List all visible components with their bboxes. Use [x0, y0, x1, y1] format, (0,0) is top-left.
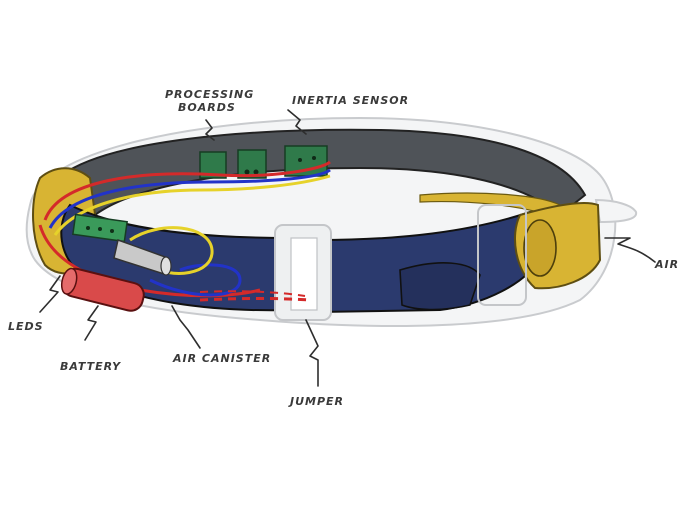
right-clip	[477, 204, 527, 306]
leader-air-canister	[171, 305, 201, 349]
battery	[60, 267, 145, 312]
label-leds: LEDS	[8, 320, 44, 333]
wire-yellow	[53, 174, 331, 236]
label-battery: BATTERY	[60, 360, 121, 373]
wire-red-dash-2	[199, 290, 306, 297]
label-processing-boards-line2: BOARDS	[178, 101, 236, 114]
leader-jumper	[305, 319, 319, 387]
leader-battery	[84, 305, 99, 341]
wire-red-dash	[199, 297, 311, 302]
wire-red	[43, 160, 331, 221]
jumper-gap	[290, 237, 318, 311]
wire-yellow-loop	[129, 226, 214, 275]
label-air: AIR	[654, 258, 679, 271]
label-air-canister: AIR CANISTER	[172, 352, 271, 365]
label-processing-boards-line1: PROCESSING	[165, 88, 254, 101]
processing-board-2	[237, 149, 267, 179]
shell-tab	[594, 198, 638, 224]
inertia-sensor-board	[284, 145, 328, 177]
leader-inertia-sensor	[287, 109, 307, 135]
air-roll	[523, 219, 557, 277]
wire-blue	[48, 168, 331, 229]
leader-processing-boards	[205, 119, 215, 141]
label-jumper: JUMPER	[288, 395, 344, 408]
leader-air	[604, 237, 656, 263]
label-inertia-sensor: INERTIA SENSOR	[292, 94, 409, 107]
navy-flap	[399, 262, 481, 311]
leader-leds	[39, 275, 61, 313]
